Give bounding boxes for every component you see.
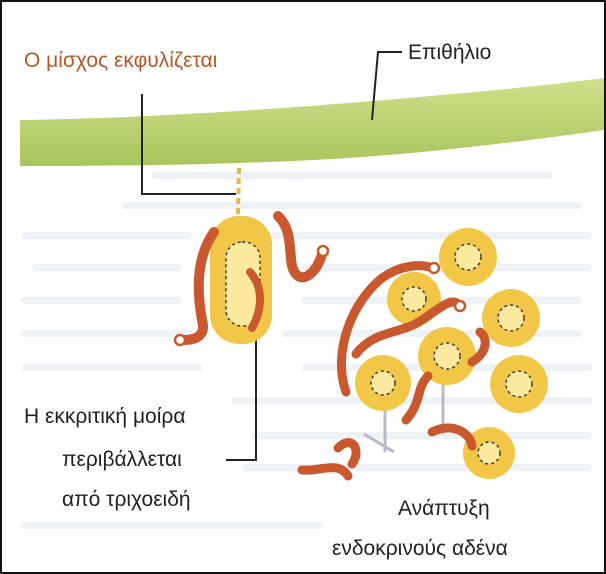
endocrine-cell — [439, 228, 497, 286]
label-endocrine-line-2: ενδοκρινούς αδένα — [332, 536, 508, 562]
background-texture — [22, 172, 592, 529]
endocrine-cell — [482, 289, 540, 347]
label-secretory-line-2: περιβάλλεται — [62, 447, 182, 473]
endocrine-cell — [490, 355, 548, 413]
label-endocrine-line-1: Ανάπτυξη — [398, 496, 490, 522]
label-secretory-line-1: Η εκκριτική μοίρα — [24, 404, 185, 430]
endocrine-cell — [355, 355, 411, 411]
label-secretory-line-3: από τριχοειδή — [62, 487, 191, 513]
capillary-end — [455, 301, 465, 311]
capillary-end — [318, 246, 328, 256]
label-stalk-degenerates: Ο μίσχος εκφυλίζεται — [24, 48, 217, 74]
capillary-left-2 — [278, 216, 322, 277]
capillary-right-4 — [338, 443, 356, 464]
label-epithelium: Επιθήλιο — [408, 40, 491, 66]
endocrine-cell — [387, 272, 441, 326]
capillary-end — [175, 335, 185, 345]
epithelium-band — [20, 78, 604, 166]
capillary-end — [429, 263, 439, 273]
capillary-left-1 — [184, 232, 214, 340]
capillary-right-5 — [302, 468, 348, 476]
